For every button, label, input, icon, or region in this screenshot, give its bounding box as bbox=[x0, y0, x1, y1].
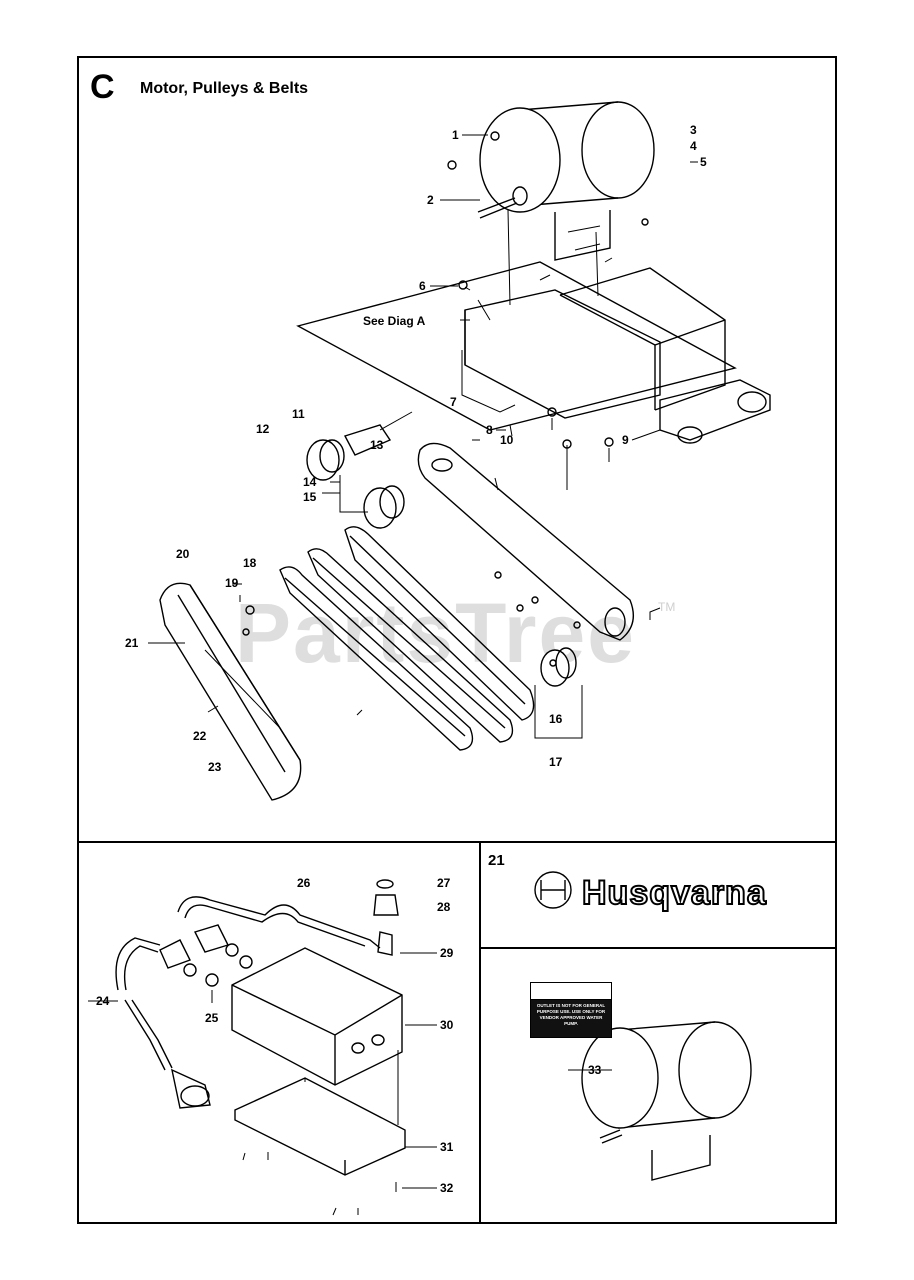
decal-emblem bbox=[534, 871, 572, 909]
callout-28: 28 bbox=[437, 900, 451, 914]
warning-label-sticker: OUTLET IS NOT FOR GENERAL PURPOSE USE. U… bbox=[530, 982, 612, 1038]
callout-20: 20 bbox=[176, 547, 190, 561]
diagram-frame bbox=[77, 56, 837, 1224]
section-title: Motor, Pulleys & Belts bbox=[140, 80, 309, 97]
callout-4: 4 bbox=[690, 139, 697, 153]
callout-25: 25 bbox=[205, 1011, 219, 1025]
callout-5: 5 bbox=[700, 155, 707, 169]
electrical-illustrations bbox=[88, 879, 437, 1216]
callout-3: 3 bbox=[690, 123, 697, 137]
watermark-tm: TM bbox=[658, 600, 676, 614]
callout-9: 9 bbox=[622, 433, 629, 447]
callout-18: 18 bbox=[243, 556, 257, 570]
leader-lines bbox=[148, 134, 698, 739]
tensioner-arm bbox=[417, 442, 634, 641]
warning-label-band bbox=[531, 983, 611, 1000]
callout-31: 31 bbox=[440, 1140, 454, 1154]
callout-12: 12 bbox=[256, 422, 270, 436]
callout-22: 22 bbox=[193, 729, 207, 743]
callout-23: 23 bbox=[208, 760, 222, 774]
callout-6: 6 bbox=[419, 279, 426, 293]
callout-1: 1 bbox=[452, 128, 459, 142]
callout-26: 26 bbox=[297, 876, 311, 890]
motor-illustration bbox=[477, 101, 655, 261]
callout-15: 15 bbox=[303, 490, 317, 504]
callout-29: 29 bbox=[440, 946, 454, 960]
decal-brand-logo: Husqvarna bbox=[581, 873, 767, 913]
base-assembly bbox=[296, 209, 771, 490]
callout-10: 10 bbox=[500, 433, 514, 447]
callout-11: 11 bbox=[292, 407, 305, 421]
callout-24: 24 bbox=[96, 994, 110, 1008]
callout-33: 33 bbox=[588, 1063, 602, 1077]
warning-label-text: OUTLET IS NOT FOR GENERAL PURPOSE USE. U… bbox=[536, 1003, 606, 1026]
pulley-illustrations bbox=[306, 411, 577, 687]
section-letter: C bbox=[90, 68, 115, 106]
callout-27: 27 bbox=[437, 876, 451, 890]
decal-inset-number: 21 bbox=[488, 852, 505, 869]
callout-21: 21 bbox=[125, 636, 139, 650]
inset-divider-horizontal bbox=[479, 947, 837, 949]
callout-19: 19 bbox=[225, 576, 239, 590]
callout-32: 32 bbox=[440, 1181, 454, 1195]
hardware-illustrations bbox=[207, 131, 649, 716]
belt-guard bbox=[159, 582, 302, 801]
callout-16: 16 bbox=[549, 712, 563, 726]
callout-14: 14 bbox=[303, 475, 317, 489]
callout-13: 13 bbox=[370, 438, 384, 452]
callout-8: 8 bbox=[486, 423, 493, 437]
callout-30: 30 bbox=[440, 1018, 454, 1032]
section-divider-horizontal bbox=[77, 841, 837, 843]
see-diag-note: See Diag A bbox=[363, 314, 426, 328]
belt-illustrations bbox=[279, 526, 535, 751]
section-divider-vertical bbox=[479, 841, 481, 1224]
replacement-motor-illustration bbox=[568, 1021, 752, 1181]
callout-2: 2 bbox=[427, 193, 434, 207]
callout-7: 7 bbox=[450, 395, 457, 409]
callout-17: 17 bbox=[549, 755, 563, 769]
